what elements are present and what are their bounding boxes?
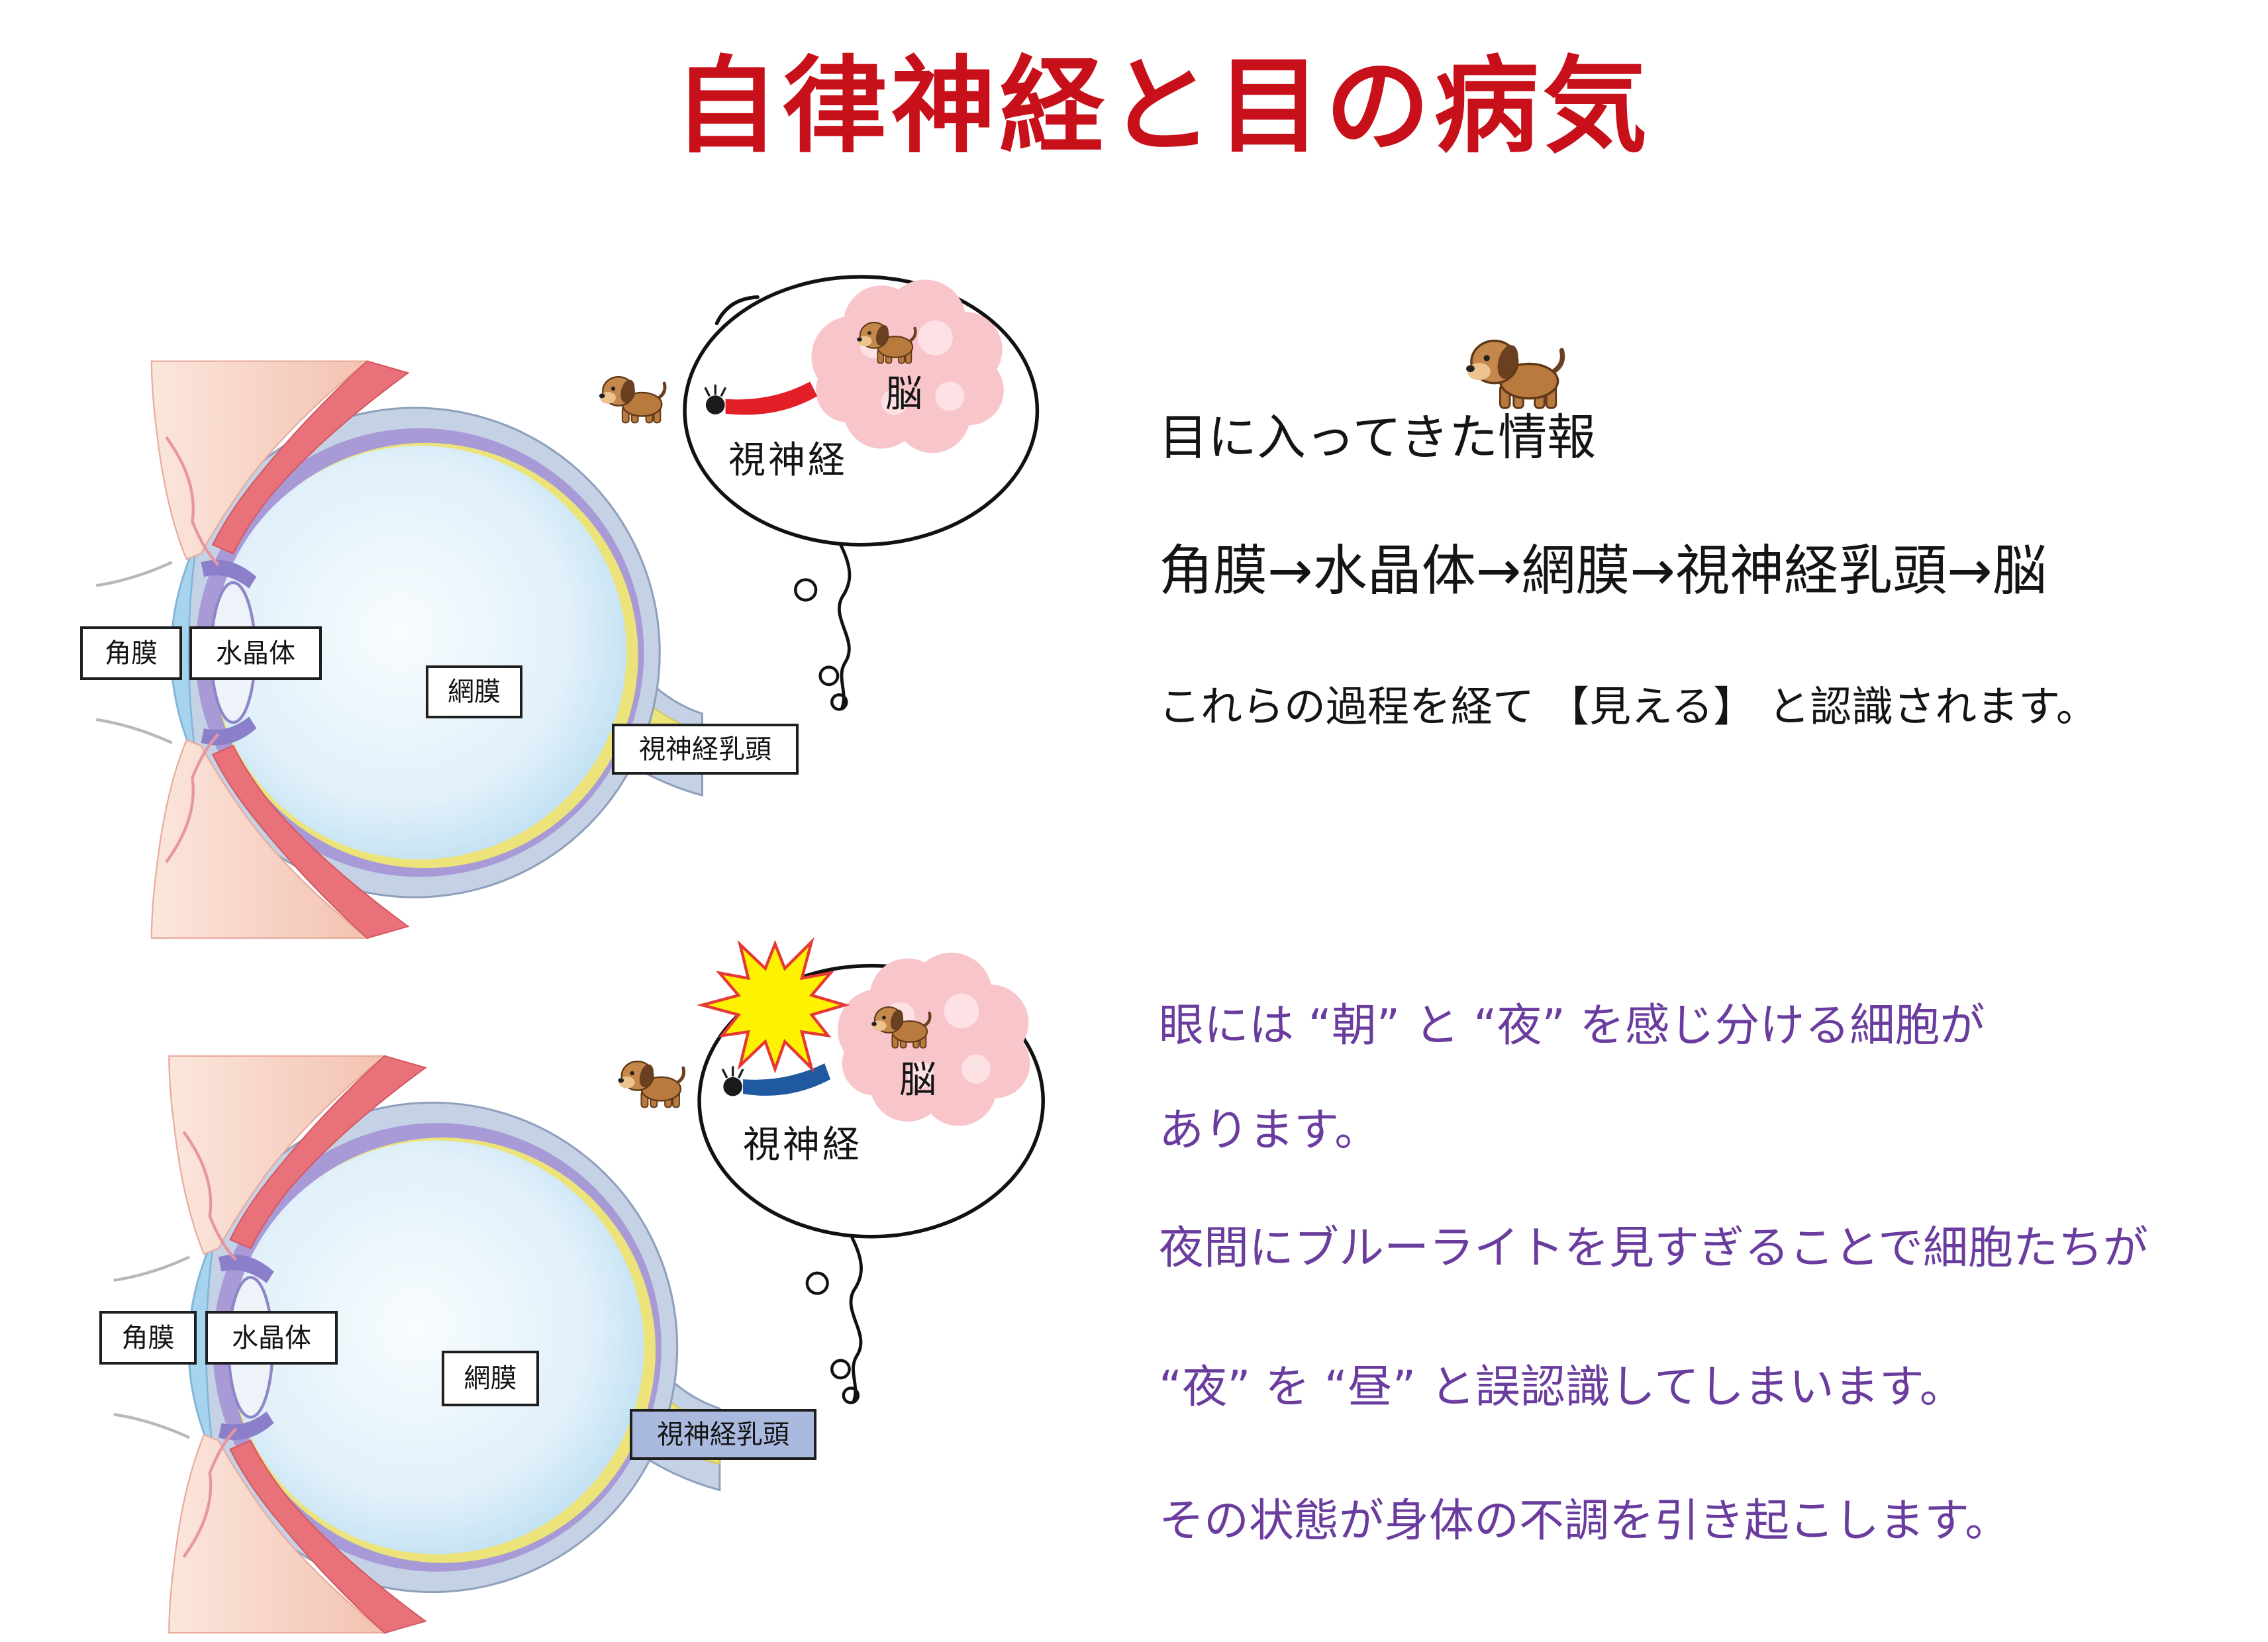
bottom-optic-nerve-label: 視神経 [743, 1124, 862, 1167]
top-lens-label: 水晶体 [189, 626, 322, 680]
top-eye-diagram [96, 362, 702, 938]
eye-icon-lashes [704, 384, 727, 397]
bottom-cornea-label: 角膜 [99, 1311, 197, 1365]
bubble-tail [795, 545, 850, 710]
info-summary: これらの過程を経て 【見える】 と認識されます。 [1159, 683, 2098, 731]
top-optic-nerve-label: 視神経 [728, 439, 848, 482]
eye-icon [721, 1066, 744, 1096]
eye-icon-ball [705, 395, 725, 414]
info-line-3: 夜間にブルーライトを見すぎることで細胞たちが [1159, 1222, 2148, 1275]
info-heading: 目に入ってきた情報 [1159, 409, 1597, 466]
bubble-tail [807, 1238, 862, 1403]
bottom-eye-diagram [114, 1056, 720, 1633]
bottom-thought-bubble [696, 937, 1045, 1403]
eye-icon [704, 384, 727, 414]
optic-nerve-affected [743, 1063, 831, 1096]
top-cornea-label: 角膜 [80, 626, 182, 680]
burst-icon [696, 937, 850, 1074]
info-line-5: その状態が身体の不調を引き起こします。 [1159, 1495, 2010, 1547]
info-line-2: あります。 [1159, 1104, 1380, 1157]
page-title: 自律神経と目の病気 [673, 45, 1652, 168]
bottom-lens-label: 水晶体 [205, 1311, 338, 1365]
top-thought-bubble [683, 275, 1040, 710]
bottom-brain-label: 脳 [899, 1059, 939, 1102]
dog-icon [599, 377, 665, 422]
top-brain-label: 脳 [885, 373, 925, 416]
eye-icon-lashes [721, 1066, 744, 1079]
bottom-optic-disc-label: 視神経乳頭 [630, 1409, 816, 1460]
info-line-4: “夜” を “昼” と誤認識してしまいます。 [1159, 1361, 1965, 1414]
eye-icon-ball [723, 1077, 742, 1096]
info-line-1: 眼には “朝” と “夜” を感じ分ける細胞が [1159, 1000, 1985, 1052]
info-pathway: 角膜→水晶体→網膜→視神経乳頭→脳 [1159, 540, 2047, 603]
top-retina-label: 網膜 [426, 665, 522, 718]
optic-nerve-normal [725, 381, 818, 415]
dog-icon [618, 1061, 683, 1107]
bottom-retina-label: 網膜 [442, 1351, 539, 1406]
dog-icon [1466, 341, 1562, 409]
top-optic-disc-label: 視神経乳頭 [612, 724, 799, 775]
bubble-stroke-hook [715, 295, 760, 326]
